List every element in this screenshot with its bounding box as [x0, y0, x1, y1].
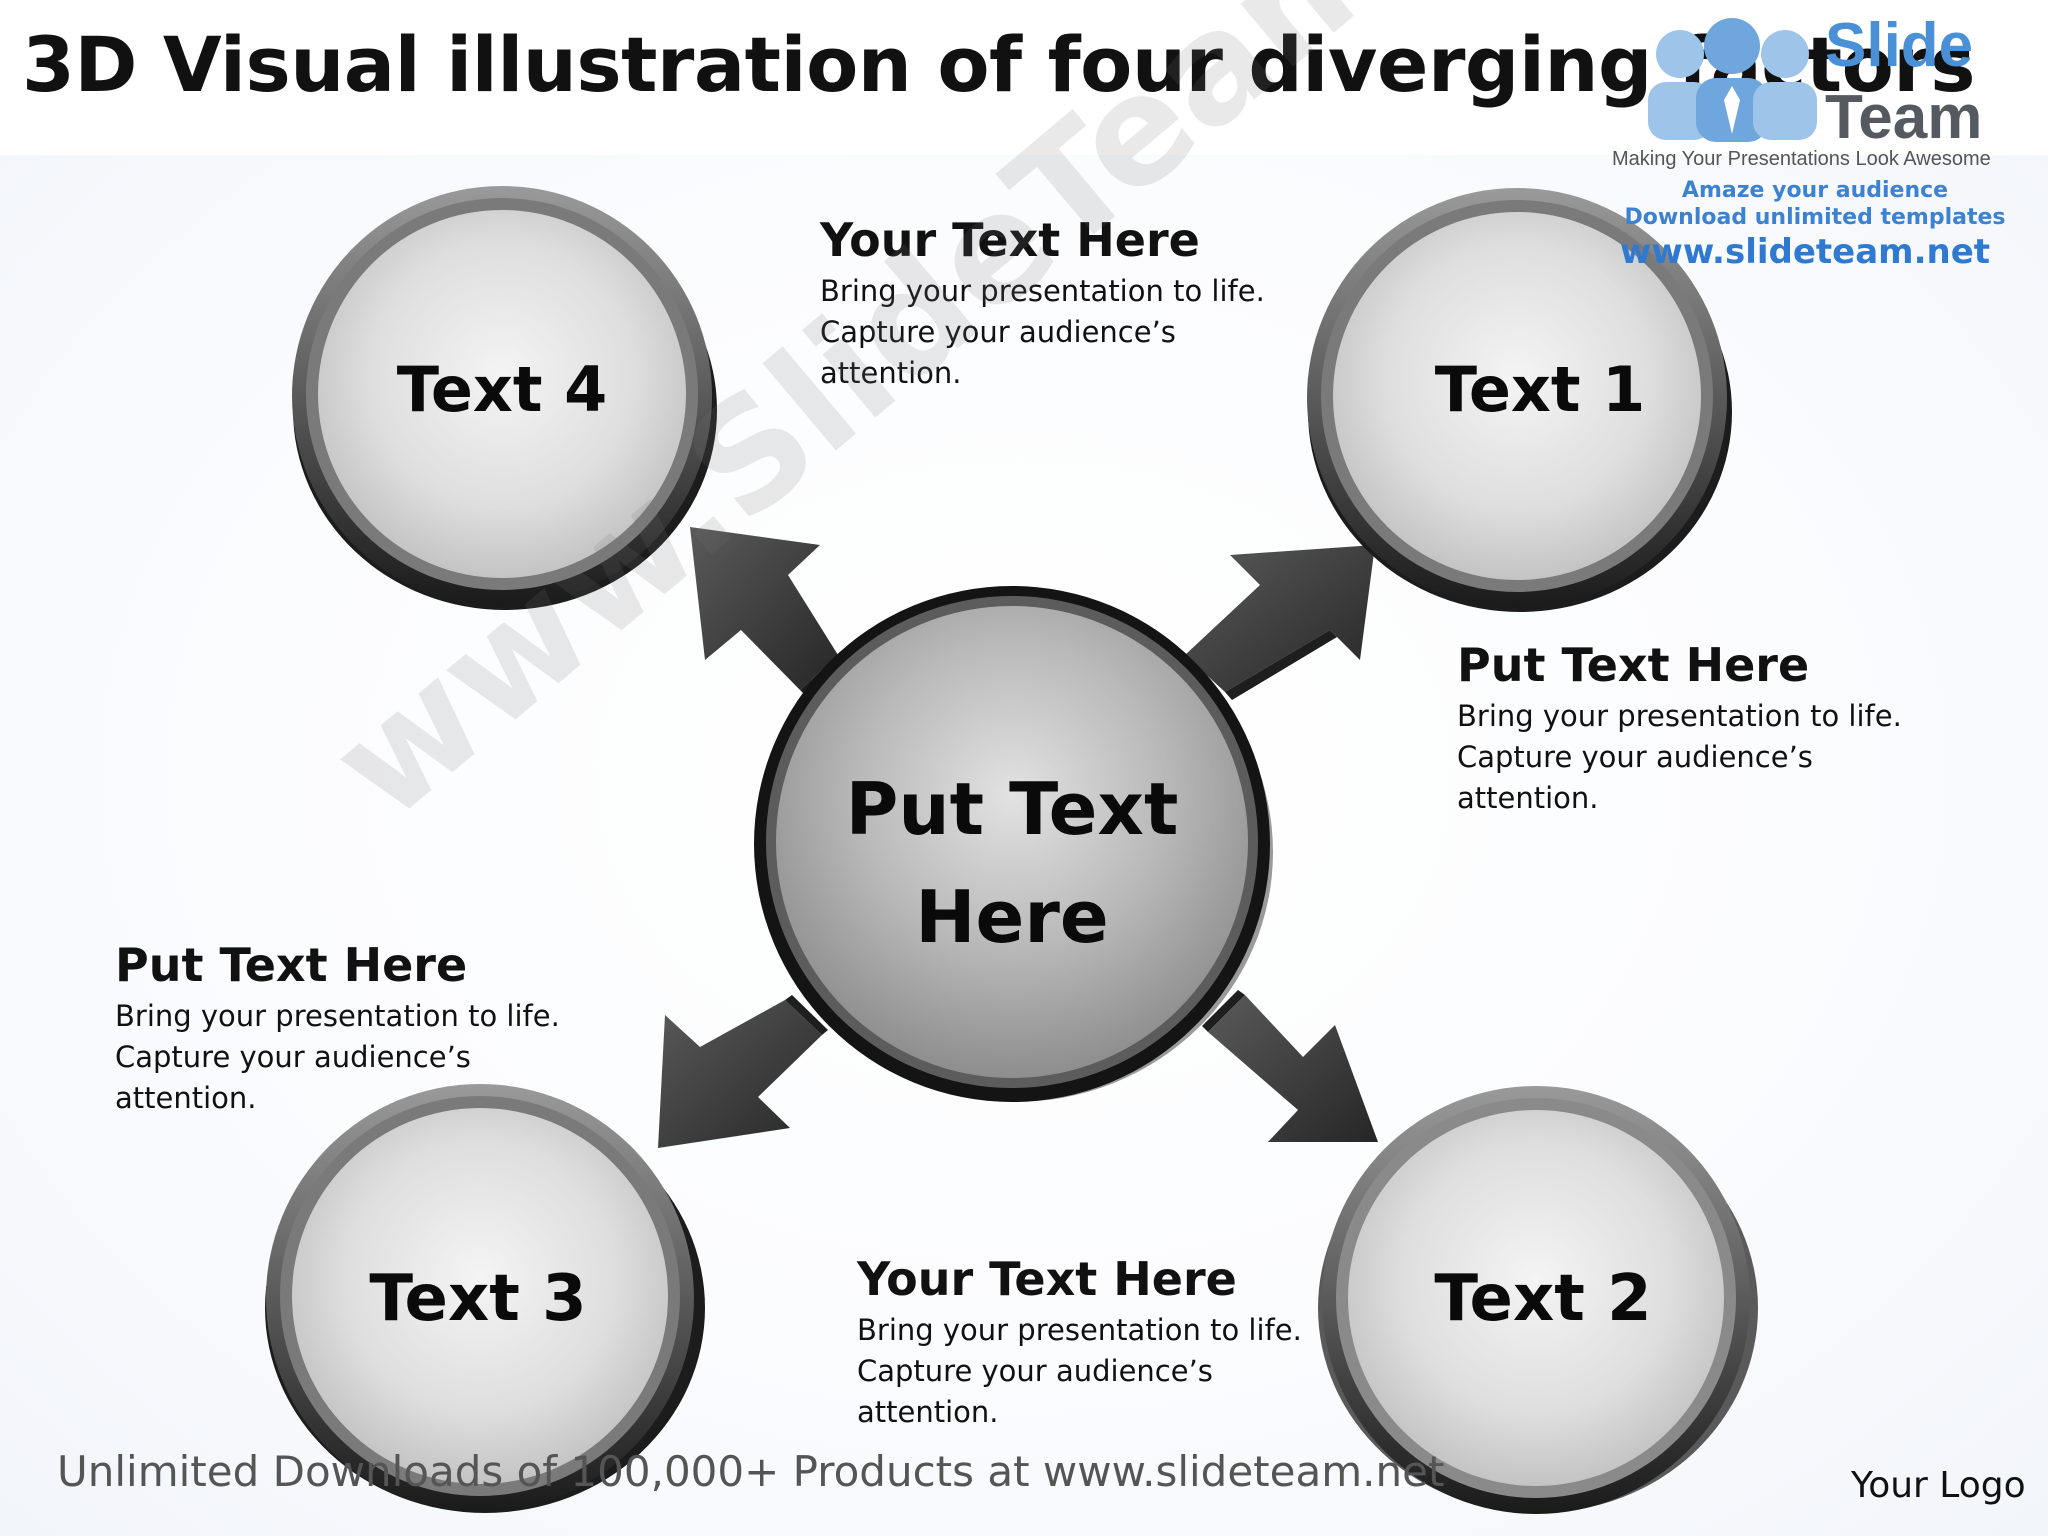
- logo-download: Download unlimited templates: [1624, 205, 2006, 230]
- callout-right-line-1: Bring your presentation to life.: [1457, 699, 1902, 733]
- people-icon: [1648, 18, 1817, 142]
- center-disc: [754, 586, 1273, 1102]
- callout-left: Put Text Here Bring your presentation to…: [115, 938, 560, 1119]
- node-text-4-disc: [292, 186, 717, 610]
- node-text-3-label: Text 3: [369, 1262, 587, 1336]
- callout-left-body: Bring your presentation to life. Capture…: [115, 996, 560, 1119]
- arrow-to-text-2: [1202, 990, 1378, 1142]
- callout-top-line-3: attention.: [820, 356, 962, 390]
- callout-bottom: Your Text Here Bring your presentation t…: [857, 1252, 1302, 1433]
- node-text-2-label: Text 2: [1434, 1262, 1652, 1336]
- callout-right: Put Text Here Bring your presentation to…: [1457, 638, 1902, 819]
- node-text-1-disc: [1307, 188, 1732, 612]
- callout-left-heading: Put Text Here: [115, 938, 468, 992]
- logo-team-text: Team: [1825, 83, 1983, 152]
- center-label: Put Text Here: [812, 755, 1212, 971]
- callout-left-line-1: Bring your presentation to life.: [115, 999, 560, 1033]
- callout-top-body: Bring your presentation to life. Capture…: [820, 271, 1265, 394]
- your-logo-placeholder: Your Logo: [1851, 1465, 2026, 1506]
- center-label-line-2: Here: [915, 875, 1109, 959]
- node-text-4-label: Text 4: [396, 353, 608, 426]
- slideteam-logo: Slide Team Making Your Presentations Loo…: [1610, 10, 2020, 272]
- node-text-2-disc: [1318, 1086, 1758, 1514]
- callout-right-line-3: attention.: [1457, 781, 1599, 815]
- callout-bottom-line-2: Capture your audience’s: [857, 1354, 1213, 1388]
- arrow-to-text-1: [1185, 545, 1375, 700]
- callout-top: Your Text Here Bring your presentation t…: [820, 213, 1265, 394]
- logo-amaze: Amaze your audience: [1681, 178, 1949, 203]
- callout-bottom-body: Bring your presentation to life. Capture…: [857, 1310, 1302, 1433]
- logo-slide-text: Slide: [1825, 11, 1974, 80]
- callout-top-heading: Your Text Here: [820, 213, 1200, 267]
- node-text-3-disc: [265, 1084, 705, 1513]
- logo-url[interactable]: www.slideteam.net: [1620, 232, 1991, 272]
- callout-top-line-2: Capture your audience’s: [820, 315, 1176, 349]
- callout-right-line-2: Capture your audience’s: [1457, 740, 1813, 774]
- callout-bottom-line-1: Bring your presentation to life.: [857, 1313, 1302, 1347]
- callout-bottom-heading: Your Text Here: [857, 1252, 1237, 1306]
- callout-bottom-line-3: attention.: [857, 1395, 999, 1429]
- callout-right-body: Bring your presentation to life. Capture…: [1457, 696, 1902, 819]
- callout-right-heading: Put Text Here: [1457, 638, 1810, 692]
- node-text-1-label: Text 1: [1434, 353, 1646, 426]
- callout-left-line-2: Capture your audience’s: [115, 1040, 471, 1074]
- callout-left-line-3: attention.: [115, 1081, 257, 1115]
- footer-text: Unlimited Downloads of 100,000+ Products…: [57, 1447, 1445, 1496]
- logo-tagline: Making Your Presentations Look Awesome: [1612, 148, 1991, 170]
- callout-top-line-1: Bring your presentation to life.: [820, 274, 1265, 308]
- center-label-line-1: Put Text: [845, 767, 1179, 851]
- arrow-to-text-3: [658, 995, 828, 1148]
